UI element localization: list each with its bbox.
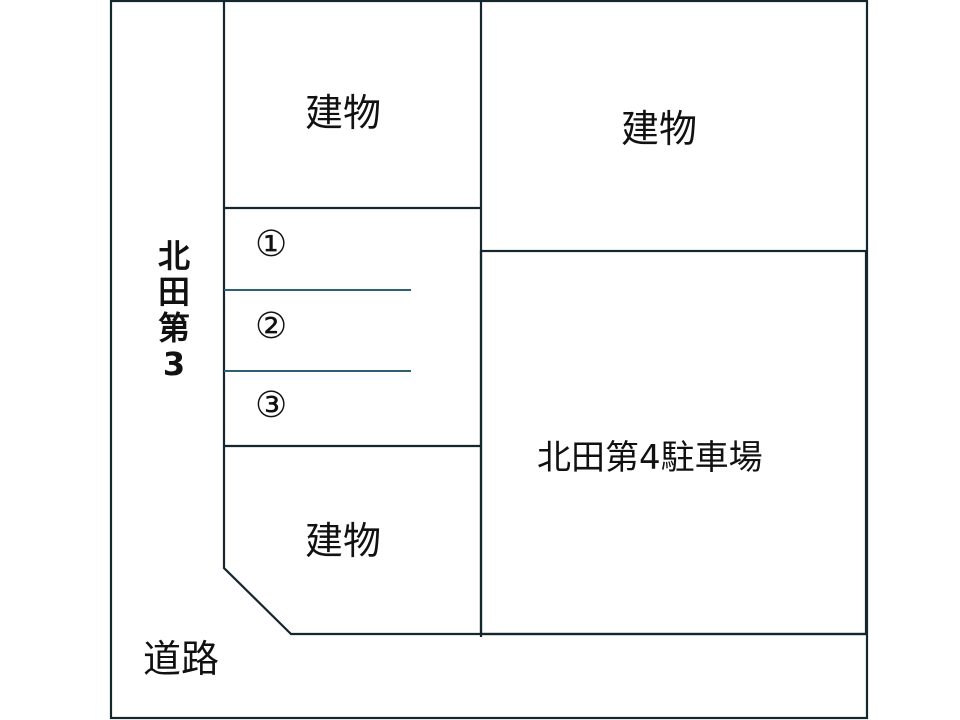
kitada-3-char: 北 [157, 237, 190, 275]
building-label-bottom: 建物 [305, 519, 382, 563]
kitada-4-parking-label: 北田第4駐車場 [537, 438, 763, 478]
kitada-3-char: 田 [157, 273, 190, 311]
road-label: 道路 [143, 637, 220, 681]
kitada-3-char: 3 [162, 345, 186, 383]
kitada-3-char: 第 [157, 309, 190, 347]
parking-lot-outline [479, 249, 868, 636]
parking-slot-1[interactable]: ① [255, 224, 288, 265]
building-label-top-left: 建物 [305, 91, 382, 135]
parking-slot-3[interactable]: ③ [255, 385, 288, 426]
building-label-top-right: 建物 [621, 107, 698, 151]
parking-slot-2[interactable]: ② [255, 306, 288, 347]
kitada-3-label: 北 田 第 3 [154, 238, 194, 382]
